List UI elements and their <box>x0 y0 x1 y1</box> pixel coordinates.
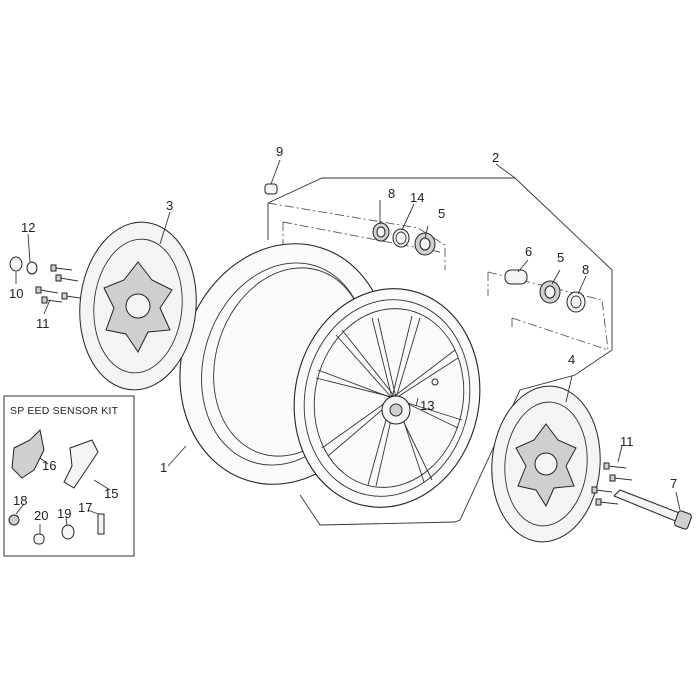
label-part-8-upper: 8 <box>388 186 395 201</box>
label-part-1: 1 <box>160 460 167 475</box>
label-part-5-right: 5 <box>557 250 564 265</box>
label-part-19: 19 <box>57 506 71 521</box>
label-part-3: 3 <box>166 198 173 213</box>
disc-bolts-left <box>9 256 81 304</box>
label-part-16: 16 <box>42 458 56 473</box>
seal-bearing-set-right <box>504 269 586 313</box>
part-labels: 1 2 3 4 5 5 6 7 8 8 9 10 11 11 12 13 14 … <box>9 144 677 523</box>
speed-sensor-kit-box: SP EED SENSOR KIT <box>3 395 135 557</box>
label-part-20: 20 <box>34 508 48 523</box>
label-part-18: 18 <box>13 493 27 508</box>
label-part-12: 12 <box>21 220 35 235</box>
label-part-10: 10 <box>9 286 23 301</box>
label-part-4: 4 <box>568 352 575 367</box>
disc-bolts-right <box>591 462 633 506</box>
label-part-5-upper: 5 <box>438 206 445 221</box>
spacer-9 <box>264 183 278 195</box>
leader-lines <box>15 159 681 534</box>
label-part-7: 7 <box>670 476 677 491</box>
seal-bearing-set-upper <box>372 222 436 256</box>
wheel-rim <box>293 288 481 508</box>
label-part-13: 13 <box>420 398 434 413</box>
wheel-spokes <box>315 315 463 487</box>
label-part-14: 14 <box>410 190 424 205</box>
wheel-axle <box>613 489 692 530</box>
speed-sensor-kit-title: SP EED SENSOR KIT <box>10 405 119 417</box>
label-part-6: 6 <box>525 244 532 259</box>
brake-disc-right <box>491 385 601 543</box>
label-part-8-right: 8 <box>582 262 589 277</box>
label-part-15: 15 <box>104 486 118 501</box>
label-part-9: 9 <box>276 144 283 159</box>
label-part-11-right: 11 <box>620 434 634 449</box>
label-part-11-left: 11 <box>36 316 50 331</box>
label-part-17: 17 <box>78 500 92 515</box>
brake-disc-left <box>79 221 197 391</box>
label-part-2: 2 <box>492 150 499 165</box>
